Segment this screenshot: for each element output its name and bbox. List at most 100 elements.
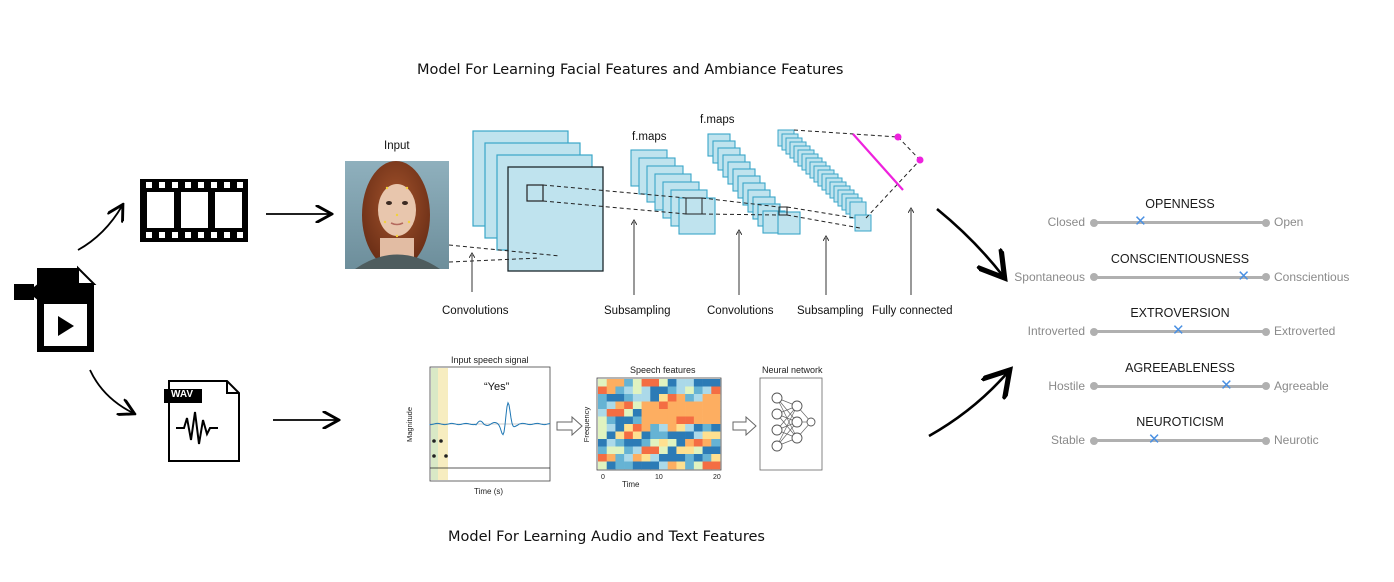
- heatmap-cell: [606, 394, 616, 402]
- heatmap-cell: [659, 386, 669, 395]
- trait-right-label: Neurotic: [1274, 433, 1319, 447]
- heatmap-cell: [702, 394, 712, 402]
- heatmap-cell: [667, 409, 677, 417]
- heatmap-cell: [667, 439, 677, 447]
- trait-left-label: Closed: [1047, 215, 1085, 229]
- heatmap-cell: [598, 424, 608, 432]
- heatmap-cell: [650, 401, 660, 410]
- heatmap-cell: [702, 461, 712, 470]
- heatmap-cell: [676, 394, 686, 402]
- speech-features-heatmap: [598, 379, 721, 470]
- speech-signal-title: Input speech signal: [451, 355, 529, 365]
- heatmap-cell: [667, 431, 677, 440]
- heatmap-cell: [676, 379, 686, 387]
- heatmap-cell: [641, 379, 651, 387]
- stage-label-convolutions-1: Convolutions: [442, 305, 509, 317]
- heatmap-cell: [624, 439, 634, 447]
- heatmap-cell: [641, 416, 651, 425]
- heatmap-cell: [685, 454, 695, 462]
- heatmap-cell: [685, 379, 695, 387]
- heatmap-cell: [641, 424, 651, 432]
- trait-name: AGREEABLENESS: [1125, 360, 1235, 375]
- heatmap-cell: [667, 424, 677, 432]
- input-face-image: [345, 161, 449, 269]
- trait-scale-endpoint: [1262, 327, 1270, 336]
- heatmap-cell: [632, 446, 642, 455]
- heatmap-cell: [615, 446, 625, 455]
- features-xlabel: Time: [622, 480, 640, 489]
- heatmap-cell: [685, 424, 695, 432]
- heatmap-cell: [711, 394, 721, 402]
- arrow-speech-to-traits: [928, 372, 1008, 438]
- heatmap-cell: [711, 454, 721, 462]
- wav-label: WAV: [171, 389, 194, 400]
- heatmap-cell: [676, 409, 686, 417]
- trait-right-label: Conscientious: [1274, 269, 1350, 284]
- heatmap-cell: [676, 416, 686, 425]
- trait-scale-endpoint: [1262, 218, 1270, 227]
- heatmap-cell: [659, 439, 669, 447]
- waveform-ylabel: Magnitude: [405, 406, 415, 443]
- heatmap-cell: [667, 446, 677, 455]
- heatmap-cell: [676, 386, 686, 395]
- heatmap-cell: [693, 446, 703, 455]
- heatmap-cell: [693, 439, 703, 447]
- stage-label-subsampling-2: Subsampling: [797, 305, 864, 317]
- heatmap-cell: [624, 394, 634, 402]
- heatmap-cell: [650, 461, 660, 470]
- heatmap-cell: [650, 394, 660, 402]
- features-xtick-10: 10: [655, 474, 663, 481]
- heatmap-cell: [598, 386, 608, 395]
- stage-label-convolutions-2: Convolutions: [707, 305, 774, 317]
- heatmap-cell: [711, 416, 721, 425]
- heatmap-cell: [632, 439, 642, 447]
- heatmap-cell: [606, 439, 616, 447]
- heatmap-cell: [615, 409, 625, 417]
- heatmap-cell: [615, 394, 625, 402]
- heatmap-cell: [685, 386, 695, 395]
- heatmap-cell: [702, 379, 712, 387]
- heatmap-cell: [693, 409, 703, 417]
- heatmap-cell: [667, 461, 677, 470]
- heatmap-cell: [606, 446, 616, 455]
- heatmap-cell: [606, 379, 616, 387]
- arrow-to-film: [77, 206, 122, 251]
- heatmap-cell: [624, 454, 634, 462]
- trait-name: EXTROVERSION: [1130, 306, 1230, 320]
- trait-value-marker: ✕: [1237, 266, 1250, 285]
- heatmap-cell: [650, 424, 660, 432]
- trait-scale-endpoint: [1090, 327, 1098, 336]
- heatmap-cell: [606, 416, 616, 425]
- heatmap-cell: [659, 416, 669, 425]
- heatmap-cell: [598, 454, 608, 462]
- heatmap-cell: [659, 446, 669, 455]
- heatmap-cell: [693, 416, 703, 425]
- heatmap-cell: [667, 394, 677, 402]
- heatmap-cell: [702, 454, 712, 462]
- heatmap-cell: [711, 409, 721, 417]
- heatmap-cell: [624, 409, 634, 417]
- heatmap-cell: [659, 461, 669, 470]
- trait-value-marker: ✕: [1171, 321, 1185, 339]
- heatmap-cell: [711, 379, 721, 387]
- heatmap-cell: [641, 446, 651, 455]
- heatmap-cell: [676, 454, 686, 462]
- heatmap-cell: [685, 461, 695, 470]
- trait-left-label: Stable: [1050, 433, 1085, 447]
- heatmap-cell: [641, 409, 651, 417]
- heatmap-cell: [598, 379, 608, 387]
- trait-scale-endpoint: [1090, 273, 1098, 281]
- waveform-line: [429, 401, 551, 436]
- heatmap-cell: [598, 431, 608, 440]
- arrow-cnn-to-traits: [936, 207, 1003, 276]
- heatmap-cell: [624, 416, 634, 425]
- heatmap-cell: [676, 431, 686, 440]
- wav-file-icon: [164, 380, 240, 462]
- arrow-to-wav: [89, 369, 133, 413]
- trait-scale-line: [1094, 330, 1266, 333]
- heatmap-cell: [606, 461, 616, 470]
